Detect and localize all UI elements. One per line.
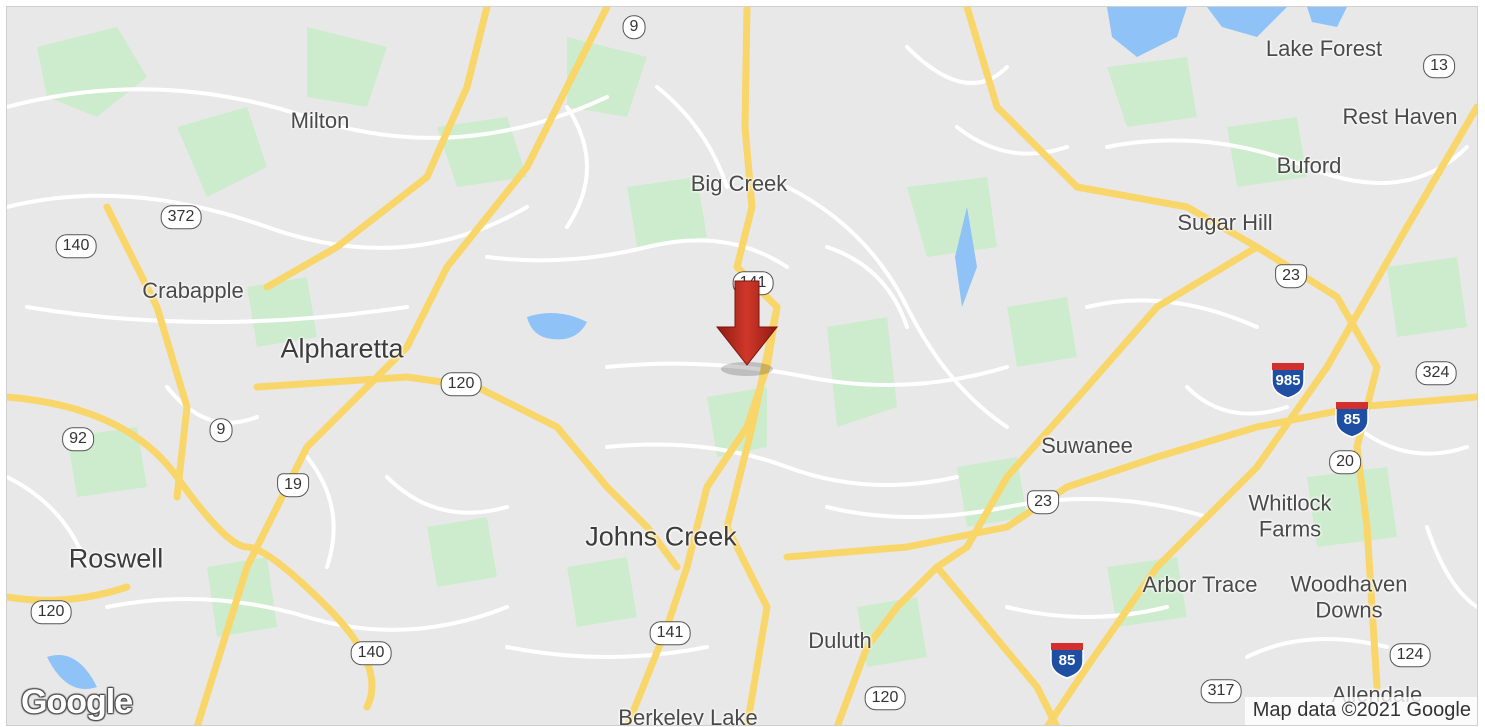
interstate-shield: 85 bbox=[1334, 400, 1370, 438]
map-attribution: Map data ©2021 Google bbox=[1244, 697, 1477, 725]
place-label: Sugar Hill bbox=[1177, 210, 1273, 235]
route-shield: 124 bbox=[1389, 643, 1431, 667]
route-shield: 23 bbox=[1275, 264, 1307, 288]
place-label: Rest Haven bbox=[1342, 104, 1458, 129]
route-shield: 120 bbox=[864, 686, 906, 710]
interstate-shield: 85 bbox=[1049, 641, 1085, 679]
local-roads bbox=[7, 45, 1477, 659]
interstate-shield: 985 bbox=[1270, 361, 1306, 399]
route-shield: 324 bbox=[1415, 361, 1457, 385]
route-shield: 23 bbox=[1027, 490, 1059, 514]
place-label: Duluth bbox=[808, 628, 872, 653]
place-label: Crabapple bbox=[142, 278, 244, 303]
route-shield: 13 bbox=[1423, 54, 1455, 78]
route-shield: 141 bbox=[649, 621, 691, 645]
route-shield: 9 bbox=[209, 418, 233, 442]
route-shield: 317 bbox=[1200, 679, 1242, 703]
park-areas bbox=[37, 27, 1467, 667]
place-label: Milton bbox=[290, 108, 350, 133]
map-base bbox=[7, 7, 1477, 725]
route-shield: 19 bbox=[277, 473, 309, 497]
map-view[interactable]: Milton Crabapple Alpharetta Roswell Big … bbox=[6, 6, 1478, 726]
place-label: Whitlock Farms bbox=[1248, 490, 1332, 542]
place-label: Alpharetta bbox=[280, 333, 404, 364]
place-label: Berkeley Lake bbox=[618, 705, 758, 726]
place-label: Woodhaven Downs bbox=[1290, 571, 1408, 623]
place-label: Buford bbox=[1276, 153, 1342, 178]
place-label: Suwanee bbox=[1041, 433, 1133, 458]
route-shield: 140 bbox=[350, 641, 392, 665]
place-label: Arbor Trace bbox=[1142, 572, 1258, 597]
interstate-shield-icon bbox=[1050, 643, 1084, 679]
route-shield: 140 bbox=[55, 234, 97, 258]
place-label: Roswell bbox=[68, 543, 164, 574]
route-shield: 92 bbox=[62, 427, 94, 451]
interstate-shield-icon bbox=[1271, 363, 1305, 399]
route-shield: 9 bbox=[622, 15, 646, 39]
route-shield: 20 bbox=[1329, 450, 1361, 474]
place-label: Johns Creek bbox=[585, 521, 737, 552]
route-shield: 120 bbox=[30, 600, 72, 624]
location-marker-icon[interactable] bbox=[715, 277, 779, 377]
route-shield: 372 bbox=[160, 205, 202, 229]
highways bbox=[7, 7, 1477, 725]
water-bodies bbox=[47, 7, 1347, 689]
google-logo[interactable]: Google bbox=[21, 683, 133, 721]
route-shield: 120 bbox=[440, 372, 482, 396]
place-label: Lake Forest bbox=[1265, 36, 1383, 61]
place-label: Big Creek bbox=[690, 171, 788, 196]
interstate-shield-icon bbox=[1335, 402, 1369, 438]
